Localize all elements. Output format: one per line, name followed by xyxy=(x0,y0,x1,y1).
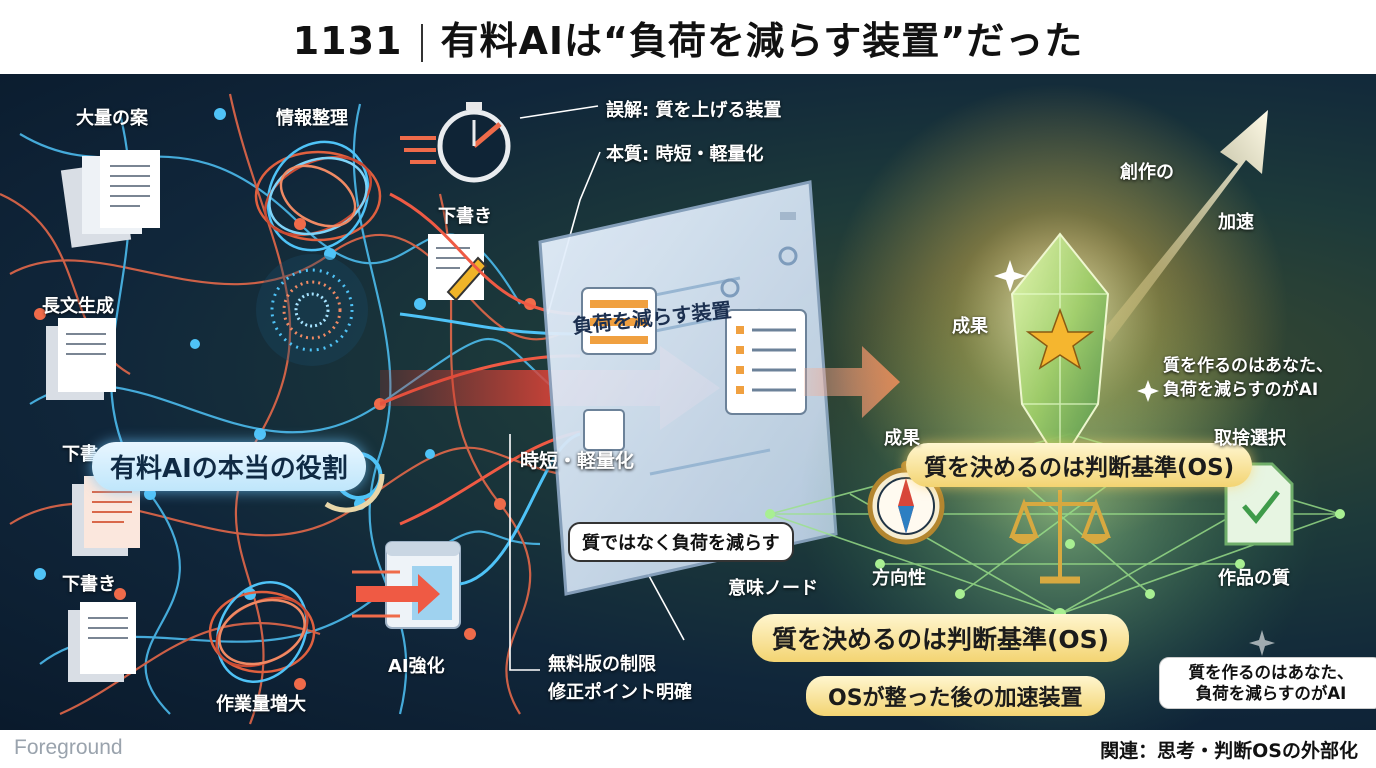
you-box-line-1: 質を作るのはあなた、 xyxy=(1168,662,1374,683)
arrow-label-time-saving: 時短・軽量化 xyxy=(520,446,634,473)
you-make-line-2: 負荷を減らすのがAI xyxy=(1163,378,1333,402)
footer: Foreground 関連：思考・判断OSの外部化 xyxy=(0,730,1376,768)
os-pill-bottom: 質を決めるのは判断基準(OS) xyxy=(752,614,1129,662)
you-box-line-2: 負荷を減らすのがAI xyxy=(1168,683,1374,704)
label-long-text-generation: 長文生成 xyxy=(42,292,114,318)
label-draft-clock: 下書き xyxy=(438,202,492,228)
title-number: 1131 xyxy=(293,19,403,63)
role-pill: 有料AIの本当の役割 xyxy=(92,442,366,491)
label-ai-boost: AI強化 xyxy=(388,652,445,678)
stopwatch-icon xyxy=(400,102,508,180)
label-result-top: 成果 xyxy=(952,312,988,338)
label-info-organization: 情報整理 xyxy=(276,104,348,130)
label-many-drafts: 大量の案 xyxy=(76,104,148,130)
callout-misconception: 誤解: 質を上げる装置 xyxy=(606,96,781,122)
os-pill-top: 質を決めるのは判断基準(OS) xyxy=(906,443,1252,487)
document-stack-icon xyxy=(61,150,160,248)
label-acceleration: 加速 xyxy=(1218,208,1254,234)
list-card xyxy=(584,410,624,450)
you-make-quality-note: 質を作るのはあなた、 負荷を減らすのがAI xyxy=(1163,354,1333,402)
callout-free-limits: 無料版の制限 xyxy=(548,650,656,676)
label-quality-of-work: 作品の質 xyxy=(1218,564,1290,590)
label-meaning-node: 意味ノード xyxy=(728,574,818,600)
label-draft-2: 下書き xyxy=(62,570,116,596)
label-direction: 方向性 xyxy=(872,564,926,590)
document-stack-icon xyxy=(68,602,136,682)
label-creation: 創作の xyxy=(1120,158,1174,184)
reduce-load-pill: 質ではなく負荷を減らす xyxy=(568,522,794,562)
list-card xyxy=(726,310,806,414)
browser-arrow-icon xyxy=(352,542,460,628)
callout-essence: 本質: 時短・軽量化 xyxy=(606,140,763,166)
illustration-panel: 大量の案 情報整理 長文生成 下書き 下書き 下書き 作業量増大 AI強化 誤解… xyxy=(0,74,1376,730)
acceleration-device-pill: OSが整った後の加速装置 xyxy=(806,676,1105,716)
document-stack-icon xyxy=(46,318,116,400)
title-text: 有料AIは“負荷を減らす装置”だった xyxy=(441,19,1084,63)
you-make-quality-box: 質を作るのはあなた、 負荷を減らすのがAI xyxy=(1159,657,1376,709)
brand-watermark: Foreground xyxy=(14,736,123,760)
label-workload-increase: 作業量増大 xyxy=(216,690,306,716)
label-selection: 取捨選択 xyxy=(1214,424,1286,450)
page-title: 1131 有料AIは“負荷を減らす装置”だった xyxy=(293,10,1084,65)
callout-fix-points: 修正ポイント明確 xyxy=(548,678,692,704)
particle-swirl-icon xyxy=(256,254,368,366)
label-result-mid: 成果 xyxy=(884,424,920,450)
title-divider xyxy=(421,24,423,62)
title-bar: 1131 有料AIは“負荷を減らす装置”だった xyxy=(0,0,1376,74)
you-make-line-1: 質を作るのはあなた、 xyxy=(1163,354,1333,378)
related-link-text: 関連：思考・判断OSの外部化 xyxy=(1100,736,1358,763)
